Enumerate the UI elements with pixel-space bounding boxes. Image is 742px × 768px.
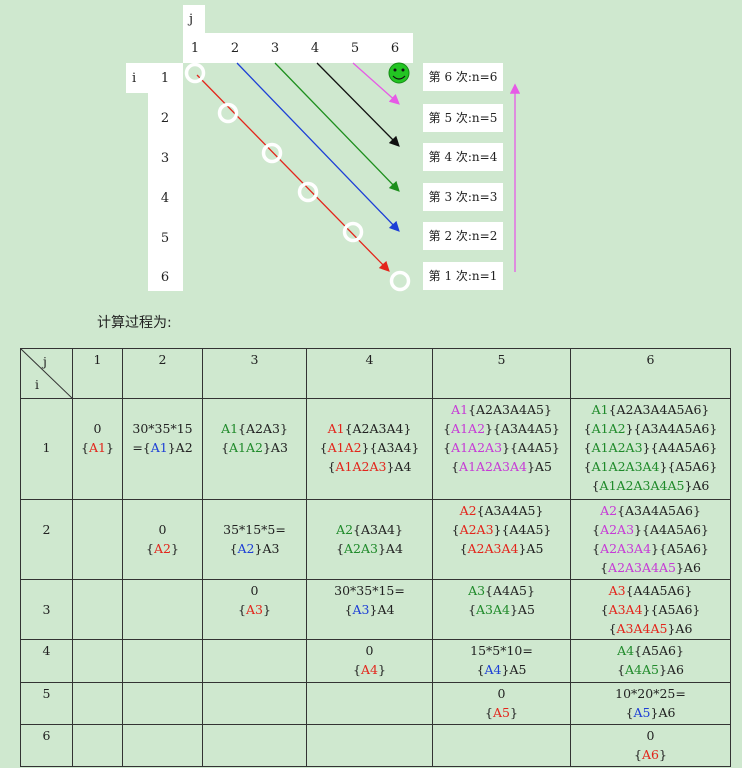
- cell-3-6: A3{A4A5A6}{A3A4}{A5A6}{A3A4A5}A6: [570, 579, 731, 641]
- cell-6-6: 0{A6}: [570, 723, 731, 768]
- cell-2-5: A2{A3A4A5}{A2A3}{A4A5}{A2A3A4}A5: [432, 498, 571, 581]
- cell-6-5: [432, 723, 571, 768]
- cell-5-5: 0{A5}: [432, 681, 571, 725]
- table-corner-cell: j i: [20, 347, 73, 400]
- cell-5-2: [122, 681, 203, 725]
- cell-2-2: 0{A2}: [122, 498, 203, 581]
- cell-1-3: A1{A2A3}{A1A2}A3: [202, 398, 307, 500]
- row-header-strip: [148, 63, 183, 291]
- diagonal-ring-2: [217, 102, 239, 124]
- pass-label-2: 第 2 次:n=2: [423, 222, 503, 250]
- top-col-2: 2: [230, 41, 240, 56]
- cell-5-4: [306, 681, 433, 725]
- cell-4-5: 15*5*10={A4}A5: [432, 639, 571, 683]
- table-row-6: 6 0{A6}: [20, 723, 731, 768]
- col-header-2: 2: [122, 347, 203, 400]
- table-header-row: j i 1 2 3 4 5 6: [20, 347, 731, 400]
- cell-6-3: [202, 723, 307, 768]
- diagonal-arrow-n3: [274, 62, 400, 192]
- diagonal-ring-5: [342, 221, 364, 243]
- row-header-6: 6: [20, 723, 73, 768]
- cell-1-6: A1{A2A3A4A5A6}{A1A2}{A3A4A5A6}{A1A2A3}{A…: [570, 398, 731, 500]
- cell-4-1: [72, 639, 123, 683]
- top-col-6: 6: [390, 41, 400, 56]
- corner-j-label: j: [43, 354, 47, 369]
- i-axis-label: i: [132, 71, 137, 86]
- column-header-strip: [183, 33, 413, 63]
- diagonal-ring-6: [389, 270, 411, 292]
- cell-4-3: [202, 639, 307, 683]
- col-header-6: 6: [570, 347, 731, 400]
- row-header-1: 1: [20, 398, 73, 500]
- j-axis-label: j: [189, 12, 194, 27]
- diagonal-arrow-n1: [196, 74, 390, 272]
- cell-3-2: [122, 579, 203, 641]
- cell-3-4: 30*35*15={A3}A4: [306, 579, 433, 641]
- cell-3-3: 0{A3}: [202, 579, 307, 641]
- cell-2-3: 35*15*5={A2}A3: [202, 498, 307, 581]
- cell-1-1: 0{A1}: [72, 398, 123, 500]
- cell-2-1: [72, 498, 123, 581]
- diagonal-diagram: [184, 62, 521, 292]
- row-header-4: 4: [20, 639, 73, 683]
- top-col-4: 4: [310, 41, 320, 56]
- corner-diagonal: [21, 349, 72, 398]
- top-row-5: 5: [160, 231, 170, 246]
- top-row-1: 1: [160, 71, 170, 86]
- cell-6-1: [72, 723, 123, 768]
- top-row-4: 4: [160, 191, 170, 206]
- col-header-4: 4: [306, 347, 433, 400]
- dp-table: j i 1 2 3 4 5 6 1 0{A1} 30*35*15={A1}A2 …: [20, 347, 731, 768]
- smiley-face-icon: [388, 62, 410, 84]
- pass-label-3: 第 3 次:n=3: [423, 183, 503, 211]
- cell-3-5: A3{A4A5}{A3A4}A5: [432, 579, 571, 641]
- row-header-5: 5: [20, 681, 73, 725]
- diagonal-arrow-n5: [352, 62, 400, 105]
- top-col-5: 5: [350, 41, 360, 56]
- cell-4-4: 0{A4}: [306, 639, 433, 683]
- cell-4-6: A4{A5A6}{A4A5}A6: [570, 639, 731, 683]
- cell-2-4: A2{A3A4}{A2A3}A4: [306, 498, 433, 581]
- top-row-6: 6: [160, 270, 170, 285]
- table-row-3: 3 0{A3} 30*35*15={A3}A4 A3{A4A5}{A3A4}A5…: [20, 579, 731, 641]
- table-row-2: 2 0{A2} 35*15*5={A2}A3 A2{A3A4}{A2A3}A4 …: [20, 498, 731, 581]
- diagonal-ring-4: [297, 181, 319, 203]
- cell-1-4: A1{A2A3A4}{A1A2}{A3A4}{A1A2A3}A4: [306, 398, 433, 500]
- row-header-2: 2: [20, 498, 73, 581]
- cell-5-3: [202, 681, 307, 725]
- cell-5-6: 10*20*25={A5}A6: [570, 681, 731, 725]
- cell-3-1: [72, 579, 123, 641]
- pass-label-5: 第 5 次:n=5: [423, 104, 503, 132]
- top-row-2: 2: [160, 111, 170, 126]
- cell-6-4: [306, 723, 433, 768]
- top-col-1: 1: [190, 41, 200, 56]
- col-header-5: 5: [432, 347, 571, 400]
- cell-2-6: A2{A3A4A5A6}{A2A3}{A4A5A6}{A2A3A4}{A5A6}…: [570, 498, 731, 581]
- column-header-box-top: [183, 5, 205, 33]
- col-header-1: 1: [72, 347, 123, 400]
- row-header-box-i: [126, 63, 148, 93]
- cell-6-2: [122, 723, 203, 768]
- pass-label-6: 第 6 次:n=6: [423, 63, 503, 91]
- corner-i-label: i: [35, 377, 39, 392]
- pass-label-1: 第 1 次:n=1: [423, 262, 503, 290]
- pass-label-4: 第 4 次:n=4: [423, 143, 503, 171]
- diagonal-ring-1: [184, 62, 206, 84]
- cell-5-1: [72, 681, 123, 725]
- table-row-1: 1 0{A1} 30*35*15={A1}A2 A1{A2A3}{A1A2}A3…: [20, 398, 731, 500]
- col-header-3: 3: [202, 347, 307, 400]
- top-col-3: 3: [270, 41, 280, 56]
- diagonal-ring-3: [261, 142, 283, 164]
- table-row-4: 4 0{A4} 15*5*10={A4}A5 A4{A5A6}{A4A5}A6: [20, 639, 731, 683]
- cell-1-5: A1{A2A3A4A5}{A1A2}{A3A4A5}{A1A2A3}{A4A5}…: [432, 398, 571, 500]
- calc-title: 计算过程为:: [97, 315, 172, 331]
- table-row-5: 5 0{A5} 10*20*25={A5}A6: [20, 681, 731, 725]
- cell-1-2: 30*35*15={A1}A2: [122, 398, 203, 500]
- diagonal-arrow-n4: [316, 62, 400, 147]
- top-row-3: 3: [160, 151, 170, 166]
- cell-4-2: [122, 639, 203, 683]
- diagonal-arrow-n2: [236, 62, 400, 232]
- row-header-3: 3: [20, 579, 73, 641]
